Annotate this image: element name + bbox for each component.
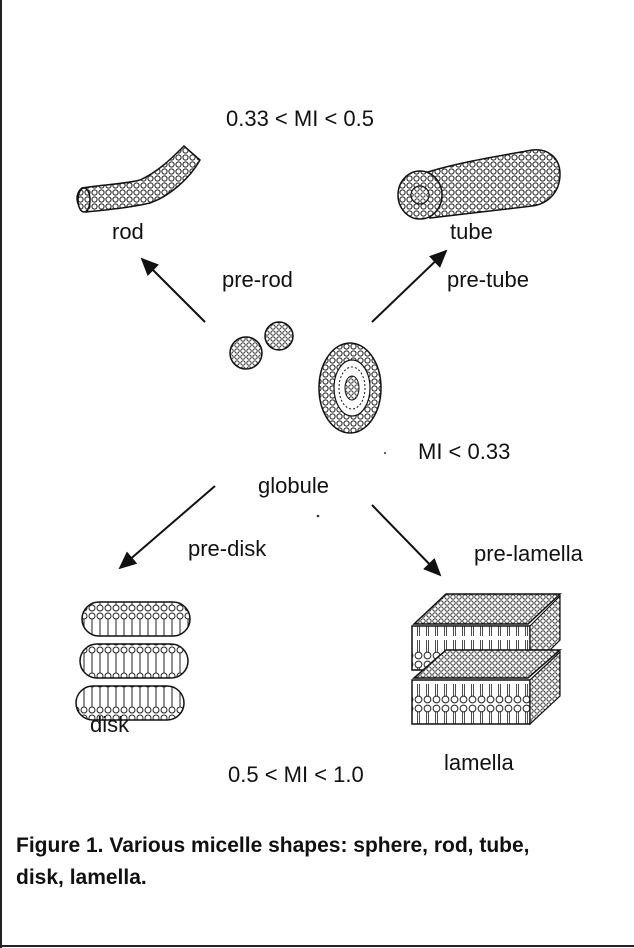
rod-micelle-shape xyxy=(77,146,200,212)
pre-rod-label: pre-rod xyxy=(222,267,293,293)
disk-micelle-stack xyxy=(76,602,190,720)
pre-tube-label: pre-tube xyxy=(447,267,529,293)
figure-caption: Figure 1. Various micelle shapes: sphere… xyxy=(16,830,576,894)
arrow-to-rod xyxy=(142,259,205,322)
scan-speck xyxy=(317,515,320,518)
scan-speck xyxy=(384,452,386,454)
pre-disk-label: pre-disk xyxy=(188,536,266,562)
range-label-bottom: 0.5 < MI < 1.0 xyxy=(228,762,364,788)
globule-small-left xyxy=(230,337,262,369)
lamella-micelle-stack xyxy=(412,594,560,724)
tube-label: tube xyxy=(450,219,493,245)
rod-label: rod xyxy=(112,219,144,245)
arrow-to-tube xyxy=(372,251,446,322)
globule-label: globule xyxy=(258,473,329,499)
disk-label: disk xyxy=(90,712,129,738)
lamella-label: lamella xyxy=(444,750,514,776)
arrow-to-lamella xyxy=(372,505,440,575)
globule-small-right xyxy=(265,322,293,350)
range-label-top: 0.33 < MI < 0.5 xyxy=(226,106,374,132)
tube-micelle-shape xyxy=(398,150,560,219)
globule-cross-section xyxy=(319,343,381,433)
pre-lamella-label: pre-lamella xyxy=(474,541,583,567)
mi-less-than-label: MI < 0.33 xyxy=(418,439,510,465)
